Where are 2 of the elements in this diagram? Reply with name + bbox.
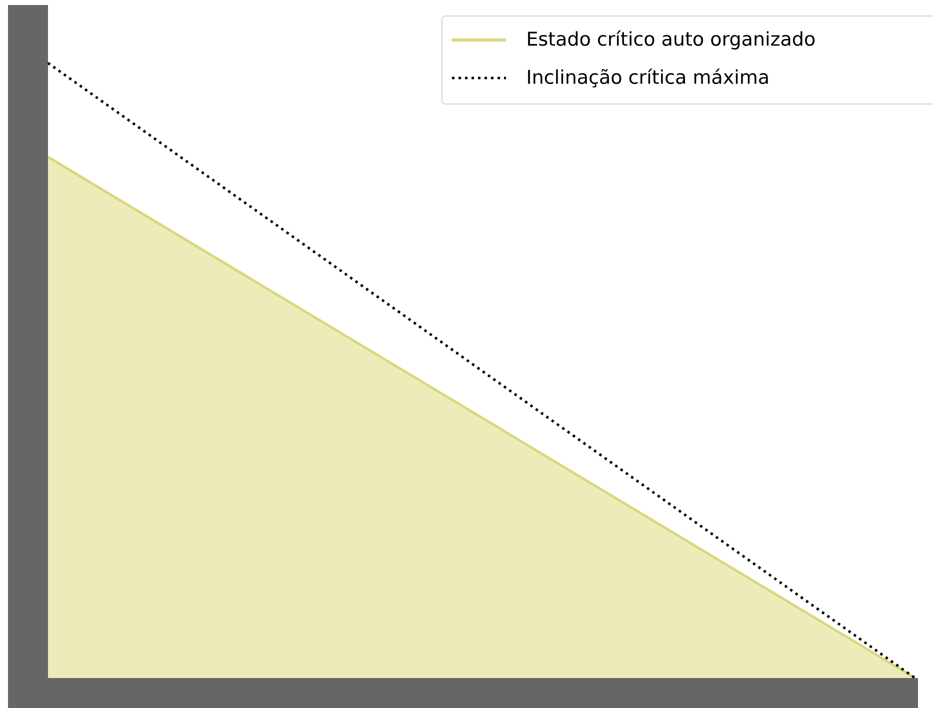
legend-text: Estado crítico auto organizado [528, 30, 815, 50]
legend-text: Inclinação crítica máxima [528, 68, 768, 88]
